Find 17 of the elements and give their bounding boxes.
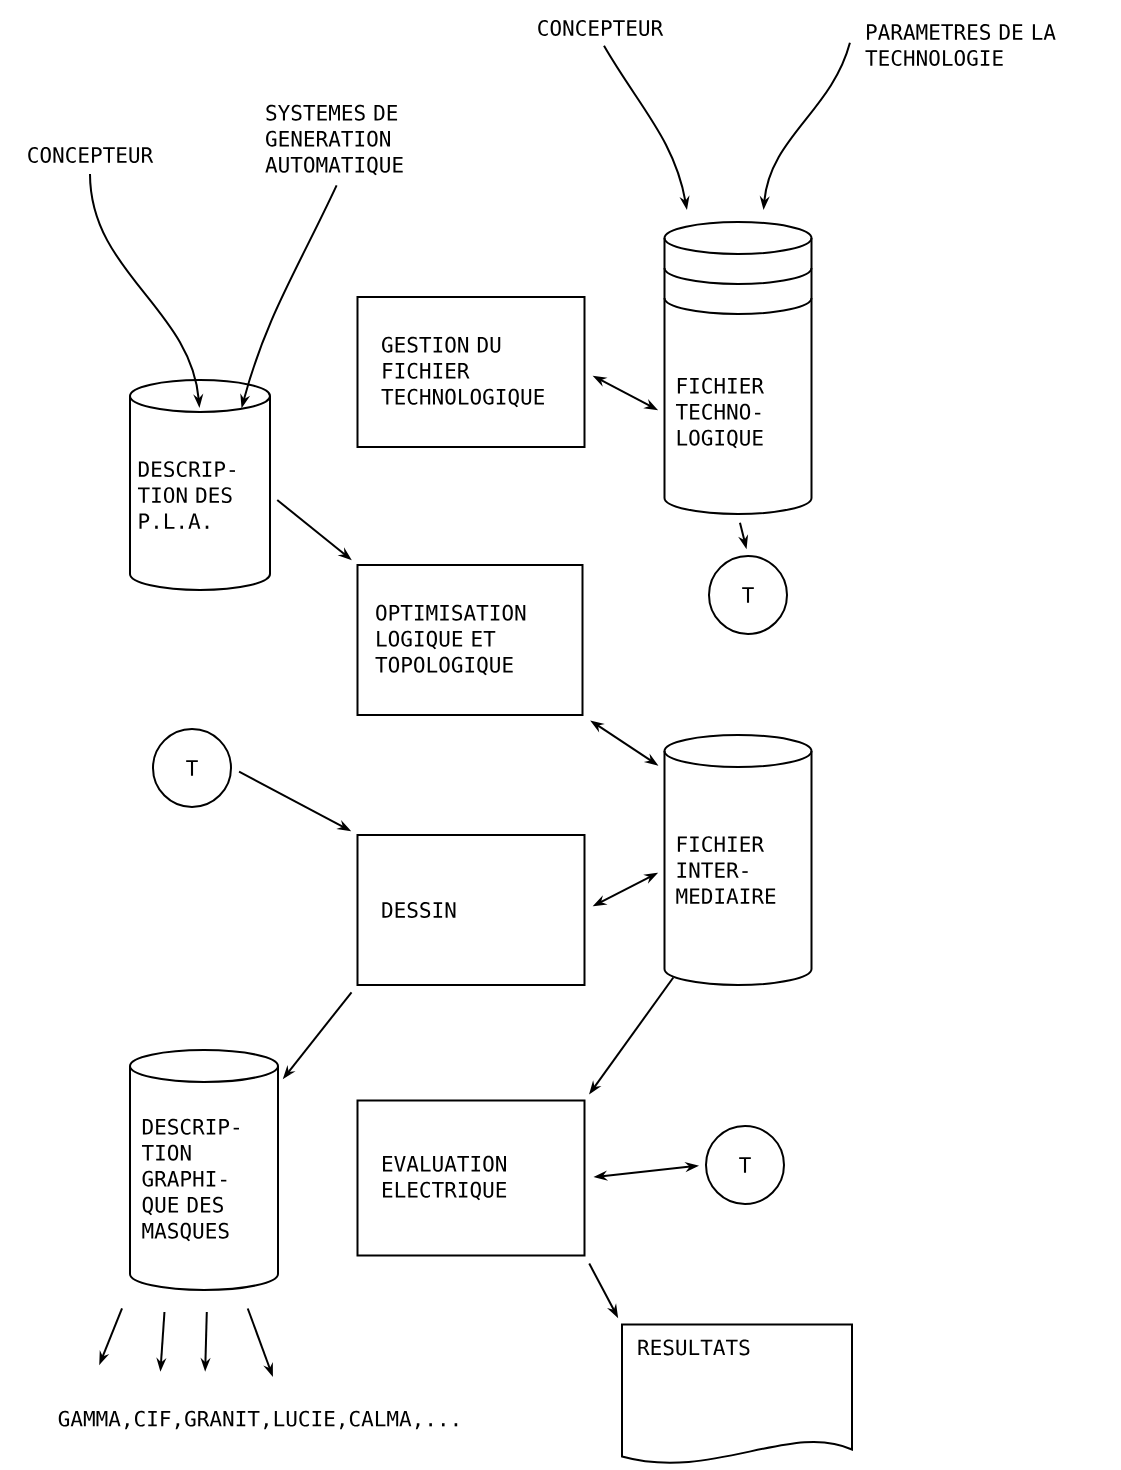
label-text: PARAMETRES DE LA TECHNOLOGIE	[865, 24, 1056, 66]
label-text: GAMMA,CIF,GRANIT,LUCIE,CALMA,...	[58, 1410, 458, 1430]
node-label: FICHIER TECHNO- LOGIQUE	[675, 377, 764, 449]
process-box: OPTIMISATION LOGIQUE ET TOPOLOGIQUE	[356, 564, 584, 716]
process-box: GESTION DU FICHIER TECHNOLOGIQUE	[356, 296, 586, 448]
process-box: EVALUATION ELECTRIQUE	[356, 1099, 586, 1257]
storage-cylinder: DESCRIP- TION DES P.L.A.	[129, 379, 271, 591]
storage-cylinder: DESCRIP- TION GRAPHI- QUE DES MASQUES	[129, 1049, 279, 1291]
node-label: DESCRIP- TION DES P.L.A.	[137, 461, 235, 529]
node-label: DESCRIP- TION GRAPHI- QUE DES MASQUES	[141, 1118, 239, 1242]
node-label: FICHIER INTER- MEDIAIRE	[676, 836, 776, 904]
storage-cylinder: FICHIER INTER- MEDIAIRE	[663, 734, 813, 986]
label-text: CONCEPTEUR	[538, 20, 664, 36]
storage-cylinder: FICHIER TECHNO- LOGIQUE	[663, 221, 813, 515]
label-text: SYSTEMES DE GENERATION AUTOMATIQUE	[265, 104, 403, 176]
process-box: DESSIN	[356, 834, 586, 986]
label-text: CONCEPTEUR	[28, 147, 154, 163]
